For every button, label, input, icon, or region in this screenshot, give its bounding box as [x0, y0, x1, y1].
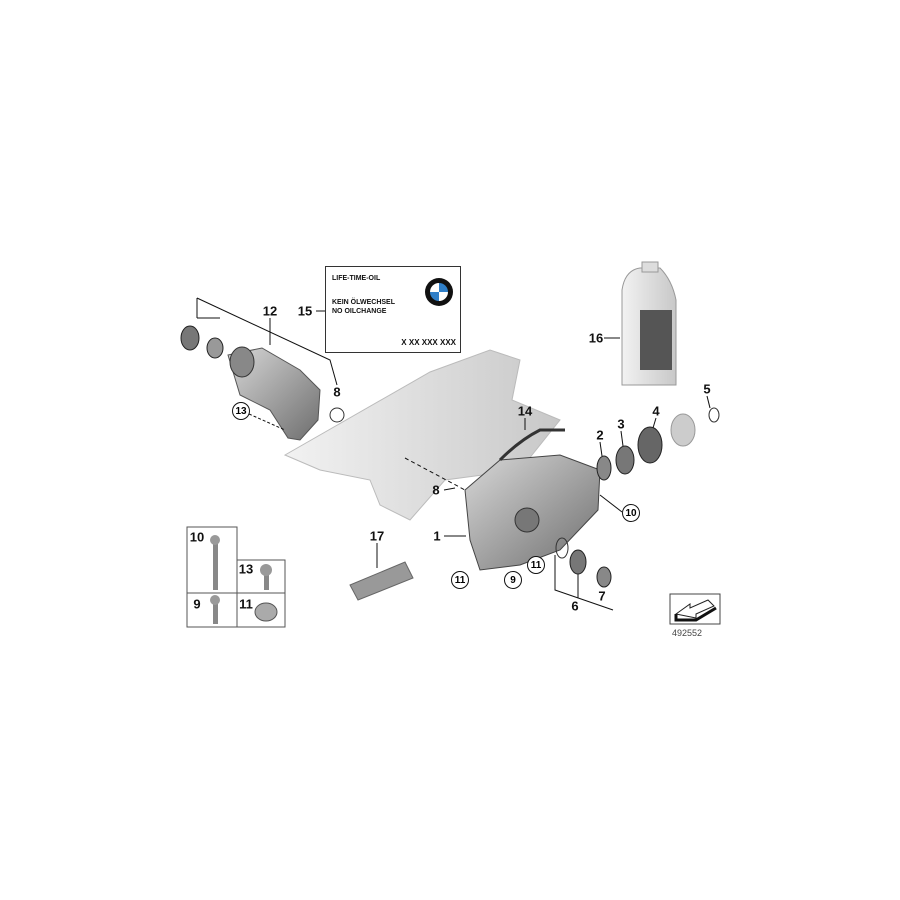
circled-callout-11: 11 — [527, 556, 545, 574]
callout-8: 8 — [432, 482, 440, 498]
orientation-arrow-icon — [669, 593, 721, 625]
circled-callout-11: 11 — [451, 571, 469, 589]
callout-16: 16 — [588, 330, 604, 346]
callout-8: 8 — [333, 384, 341, 400]
callout-7: 7 — [598, 588, 606, 604]
callout-4: 4 — [652, 403, 660, 419]
label-line-2: KEIN ÖLWECHSEL — [332, 299, 396, 306]
callout-6: 6 — [571, 598, 579, 614]
inset-label-9: 9 — [193, 596, 201, 612]
label-line-1: LIFE-TIME-OIL — [332, 275, 381, 282]
callout-5: 5 — [703, 381, 711, 397]
bmw-logo — [425, 278, 453, 306]
circled-callout-13: 13 — [232, 402, 250, 420]
grease-tube — [349, 561, 414, 601]
label-part-number: X XX XXX XXX — [401, 338, 456, 347]
fastener-inset — [186, 526, 286, 628]
inset-label-13: 13 — [238, 561, 254, 577]
circled-callout-9: 9 — [504, 571, 522, 589]
callout-1: 1 — [433, 528, 441, 544]
leader-lines — [248, 310, 711, 568]
oil-label-card: LIFE-TIME-OIL KEIN ÖLWECHSEL NO OILCHANG… — [325, 266, 461, 353]
callout-12: 12 — [262, 303, 278, 319]
callout-17: 17 — [369, 528, 385, 544]
callout-3: 3 — [617, 416, 625, 432]
inset-label-11: 11 — [239, 596, 253, 612]
diagram-number: 492552 — [672, 628, 703, 638]
callout-2: 2 — [596, 427, 604, 443]
callout-14: 14 — [517, 403, 533, 419]
inset-label-10: 10 — [189, 529, 205, 545]
label-line-3: NO OILCHANGE — [332, 308, 387, 315]
callout-15: 15 — [297, 303, 313, 319]
circled-callout-10: 10 — [622, 504, 640, 522]
